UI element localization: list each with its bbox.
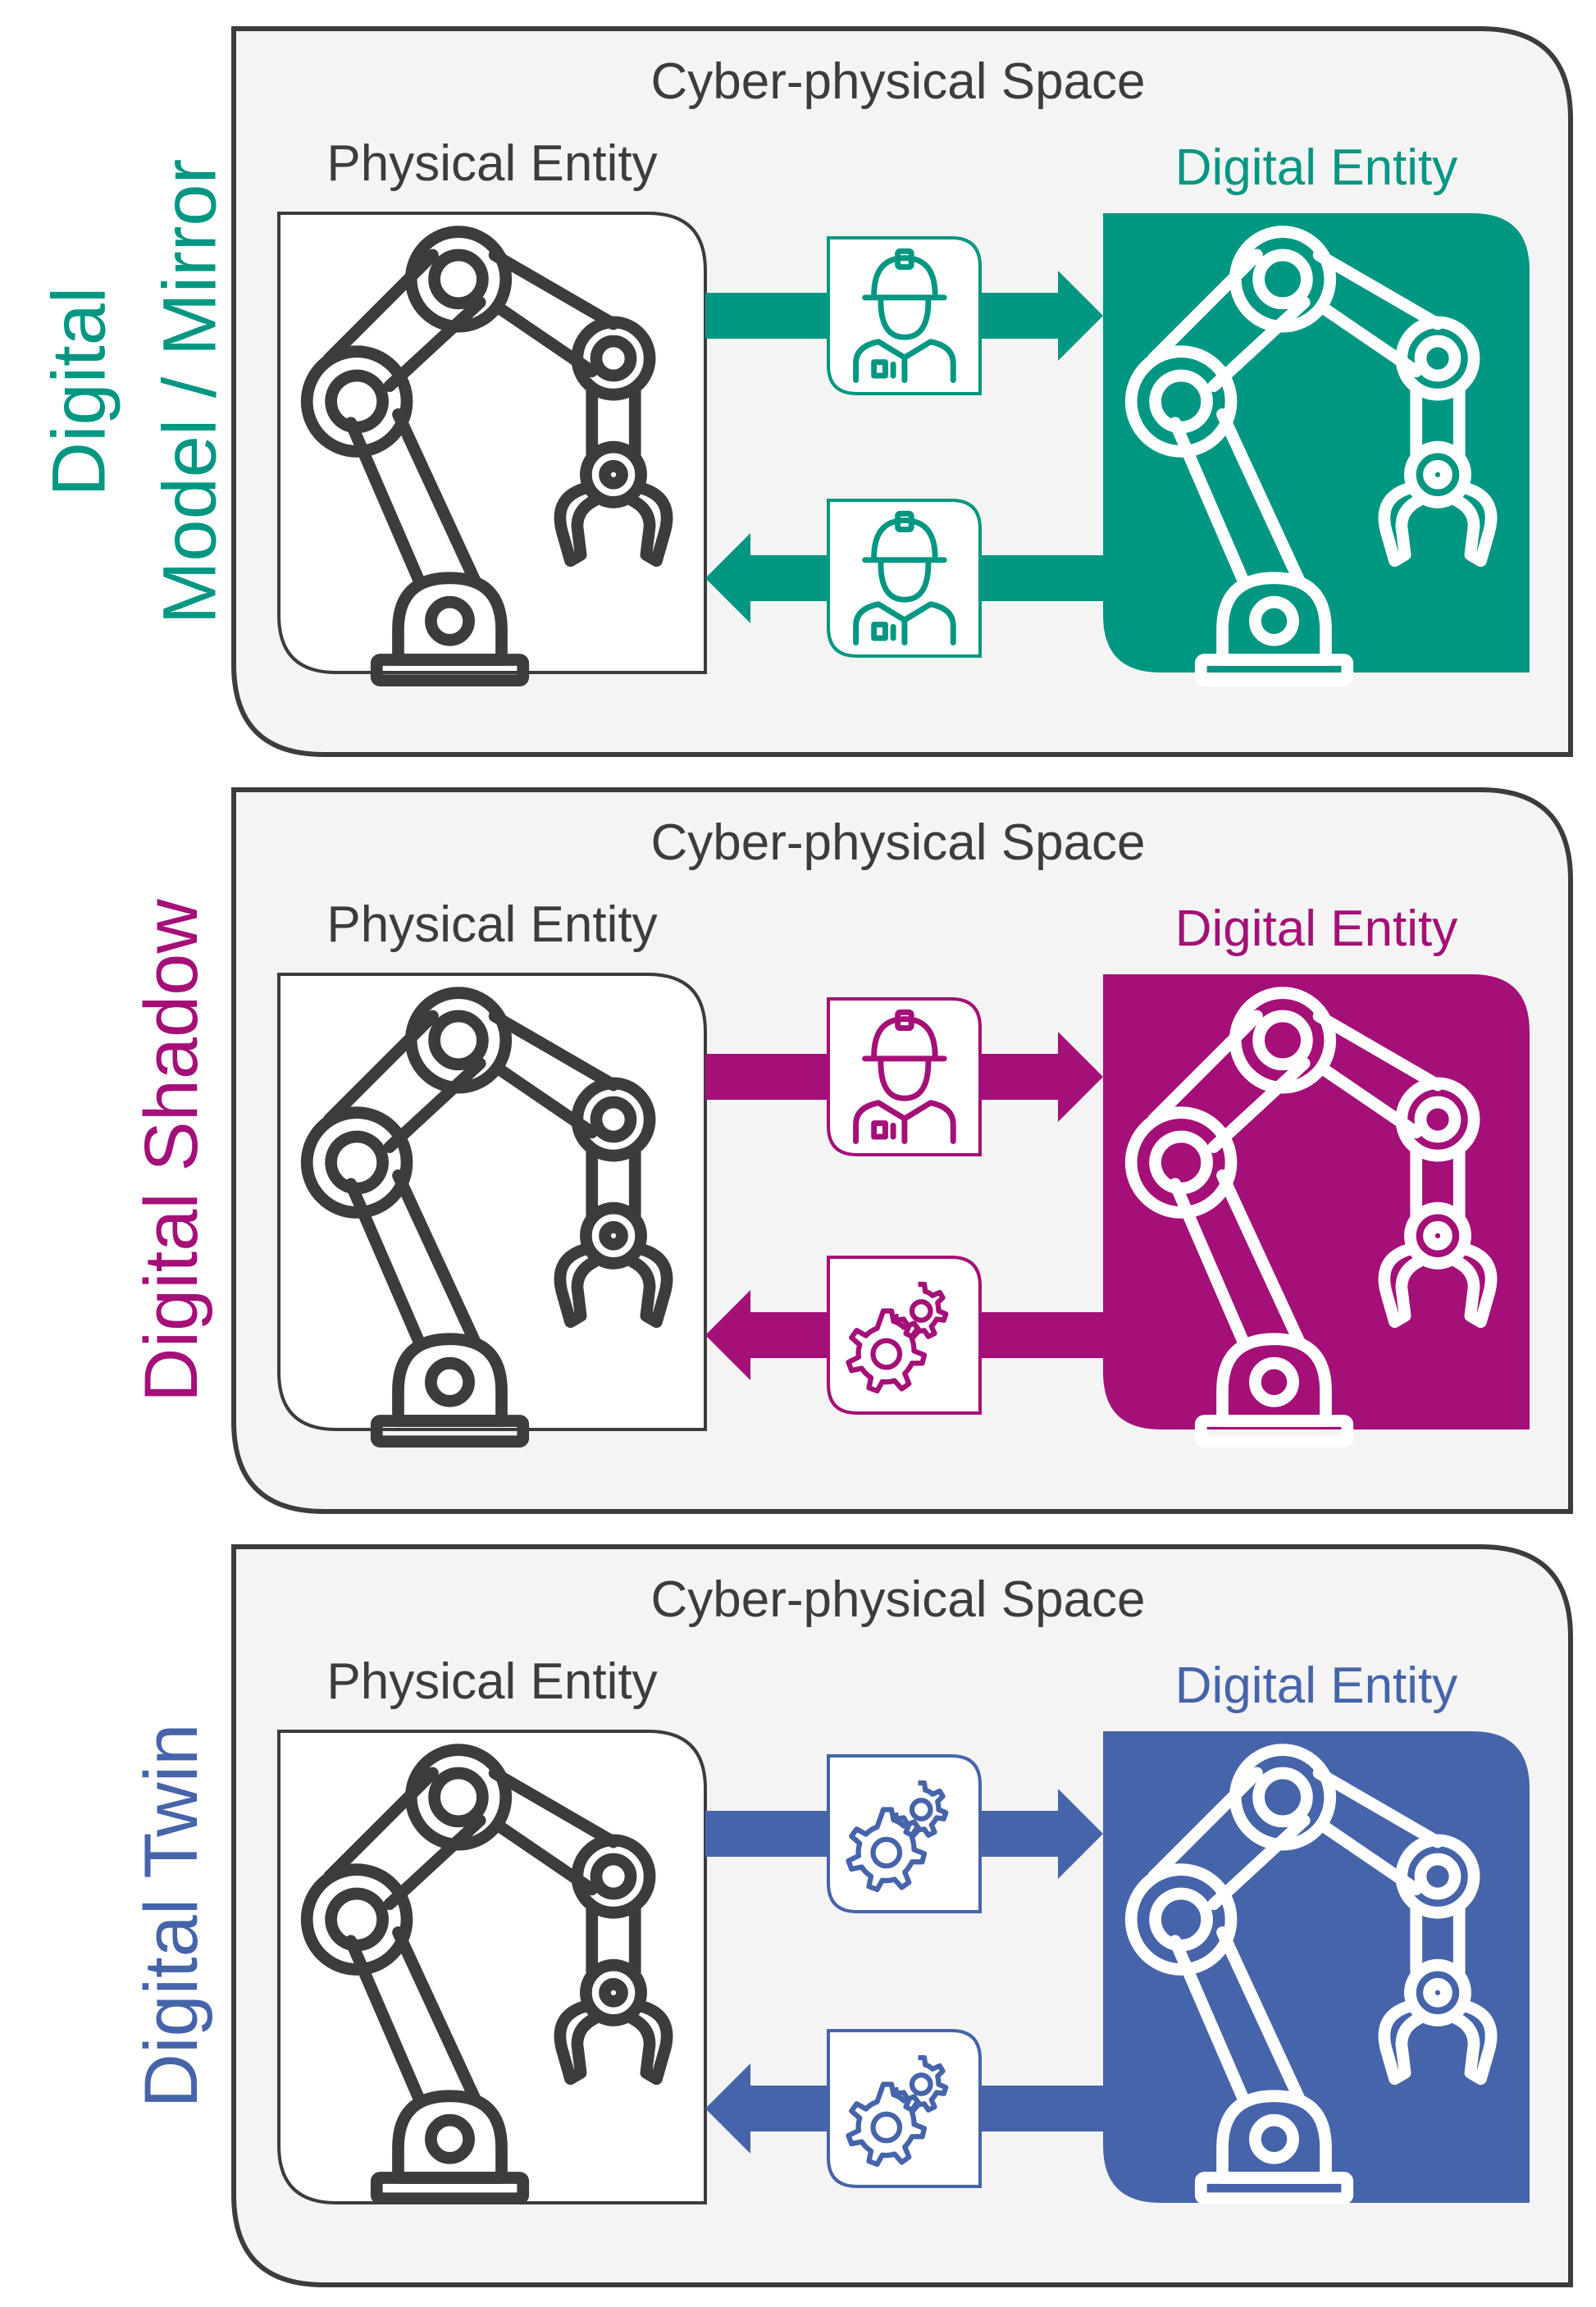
physical-entity-label: Physical Entity [326, 1653, 657, 1710]
panel-twin: Digital Twin Cyber-physical SpacePhysical… [130, 1544, 1573, 2287]
panel-model: Digital Model / Mirror Cyber-physical Spac… [38, 26, 1573, 757]
panel-shadow: Digital Shadow Cyber-physical SpacePhysic… [130, 787, 1573, 1514]
physical-entity-label: Physical Entity [326, 135, 657, 192]
bottom-flow-icon-box [827, 499, 982, 658]
digital-entity-label: Digital Entity [1175, 1657, 1458, 1714]
top-flow-icon-box [827, 236, 982, 395]
physical-entity-label: Physical Entity [326, 896, 657, 953]
digital-entity-label: Digital Entity [1175, 139, 1458, 196]
top-flow-icon-box [827, 997, 982, 1156]
space-label: Cyber-physical Space [650, 814, 1145, 871]
space-label: Cyber-physical Space [650, 53, 1145, 110]
digital-entity-label: Digital Entity [1175, 900, 1458, 957]
side-label: Digital [38, 287, 121, 497]
space-label: Cyber-physical Space [650, 1571, 1145, 1628]
side-label: Digital Twin [130, 1724, 213, 2109]
side-label: Model / Mirror [148, 159, 232, 624]
side-label: Digital Shadow [130, 899, 213, 1402]
